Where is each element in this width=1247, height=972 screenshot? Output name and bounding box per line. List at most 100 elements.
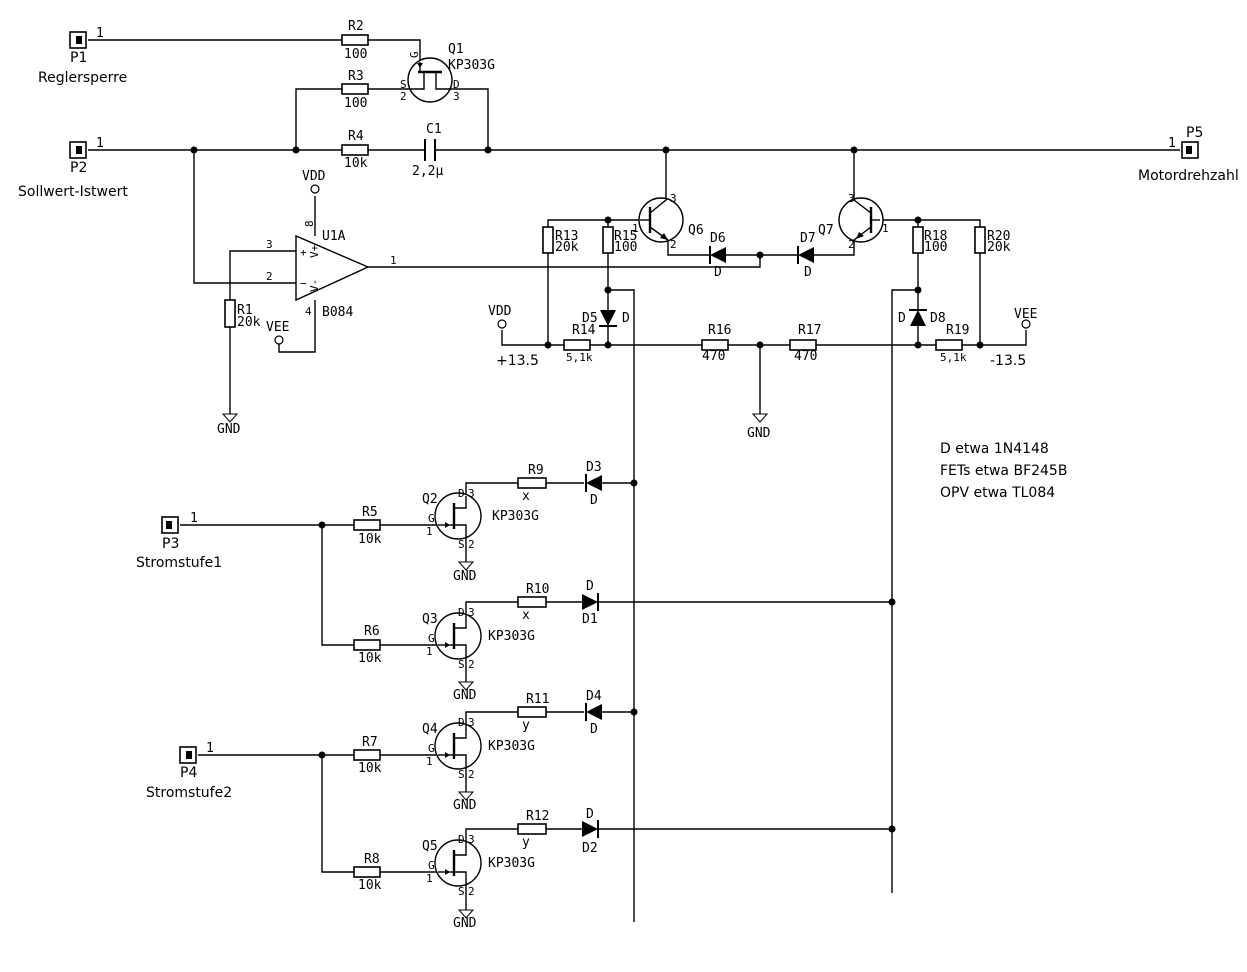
transistor-q1: G S 2 D 3 Q1 KP303G xyxy=(400,42,495,103)
svg-text:Q1: Q1 xyxy=(448,42,464,57)
svg-text:KP303G: KP303G xyxy=(488,629,535,644)
svg-text:V+: V+ xyxy=(308,244,321,258)
svg-text:1: 1 xyxy=(882,222,889,235)
resistor-r8: R8 10k xyxy=(353,852,382,893)
diode-d8: D8 D xyxy=(898,309,946,326)
svg-text:3: 3 xyxy=(266,238,273,251)
resistor-r5: R5 10k xyxy=(353,505,382,547)
resistor-r18: R18 100 xyxy=(912,226,947,255)
svg-text:R14: R14 xyxy=(572,323,596,338)
svg-text:R17: R17 xyxy=(798,323,821,338)
power-vee-right: VEE -13.5 xyxy=(990,307,1037,369)
svg-text:Q6: Q6 xyxy=(688,223,704,238)
connector-ref: P1 xyxy=(70,50,87,66)
svg-text:3: 3 xyxy=(468,487,475,500)
svg-text:R2: R2 xyxy=(348,19,364,34)
connector-name: Stromstufe2 xyxy=(146,785,232,801)
svg-text:R3: R3 xyxy=(348,69,364,84)
connector-p5: 1 P5 Motordrehzahl xyxy=(1138,125,1239,184)
svg-text:10k: 10k xyxy=(358,878,382,893)
diode-d5: D5 D xyxy=(582,310,630,327)
svg-text:R15: R15 xyxy=(614,229,637,244)
gnd-symbol-q3: GND xyxy=(453,681,477,703)
svg-text:V-: V- xyxy=(308,279,321,292)
svg-text:D7: D7 xyxy=(800,231,816,246)
transistor-q5: D 3 S 2 G 1 Q5 KP303G xyxy=(422,833,535,900)
svg-text:GND: GND xyxy=(453,569,477,584)
svg-text:Q5: Q5 xyxy=(422,839,438,854)
note-line: D etwa 1N4148 xyxy=(940,441,1049,457)
transistor-q3: D 3 S 2 G 1 Q3 KP303G xyxy=(422,606,535,672)
svg-text:R16: R16 xyxy=(708,323,731,338)
pin-number: 1 xyxy=(96,26,104,41)
resistor-r9: R9 x xyxy=(517,463,547,504)
svg-text:1: 1 xyxy=(426,872,433,885)
svg-text:3: 3 xyxy=(468,606,475,619)
svg-text:D: D xyxy=(586,579,594,594)
connector-name: Sollwert-Istwert xyxy=(18,184,128,200)
svg-text:Q4: Q4 xyxy=(422,722,438,737)
svg-text:100: 100 xyxy=(614,240,637,255)
resistor-r19: R19 5,1k xyxy=(935,323,969,364)
svg-text:Q7: Q7 xyxy=(818,223,834,238)
junctions xyxy=(190,146,984,833)
svg-text:R18: R18 xyxy=(924,229,947,244)
resistor-r16: R16 470 xyxy=(701,323,731,364)
resistor-r12: R12 y xyxy=(517,809,549,850)
svg-text:R13: R13 xyxy=(555,229,578,244)
svg-text:R8: R8 xyxy=(364,852,380,867)
svg-text:KP303G: KP303G xyxy=(488,856,535,871)
gnd-symbol-q5: GND xyxy=(453,909,477,931)
svg-text:3: 3 xyxy=(468,833,475,846)
resistor-r6: R6 10k xyxy=(353,624,382,666)
svg-text:x: x xyxy=(522,608,530,623)
diode-d7: D7 D xyxy=(797,231,816,280)
svg-text:VDD: VDD xyxy=(302,169,326,184)
svg-text:G: G xyxy=(428,512,435,525)
svg-text:−: − xyxy=(300,277,307,290)
resistor-r1: R1 20k xyxy=(224,299,261,330)
svg-text:3: 3 xyxy=(468,716,475,729)
svg-text:+: + xyxy=(300,246,307,259)
svg-text:R6: R6 xyxy=(364,624,380,639)
pin-number: 1 xyxy=(1168,136,1176,151)
svg-text:20k: 20k xyxy=(555,240,579,255)
svg-text:R19: R19 xyxy=(946,323,969,338)
svg-text:R7: R7 xyxy=(362,735,378,750)
svg-text:470: 470 xyxy=(794,349,817,364)
gnd-symbol-q4: GND xyxy=(453,791,477,813)
svg-text:R12: R12 xyxy=(526,809,549,824)
connector-p4: 1 P4 Stromstufe2 xyxy=(146,741,232,801)
svg-text:D: D xyxy=(458,487,465,500)
svg-text:C1: C1 xyxy=(426,122,442,137)
svg-text:G: G xyxy=(428,742,435,755)
svg-text:GND: GND xyxy=(217,422,241,437)
svg-text:2: 2 xyxy=(468,768,475,781)
power-vdd-right: VDD +13.5 xyxy=(488,304,539,369)
svg-text:R10: R10 xyxy=(526,582,549,597)
svg-text:100: 100 xyxy=(344,96,367,111)
svg-text:+13.5: +13.5 xyxy=(496,353,539,369)
svg-text:D: D xyxy=(586,807,594,822)
connector-p2: 1 P2 Sollwert-Istwert xyxy=(18,136,128,200)
gnd-symbol-q2: GND xyxy=(453,561,477,584)
svg-text:R11: R11 xyxy=(526,692,549,707)
resistor-r17: R17 470 xyxy=(789,323,821,364)
connector-ref: P4 xyxy=(180,765,197,781)
svg-text:1: 1 xyxy=(426,645,433,658)
svg-text:-13.5: -13.5 xyxy=(990,353,1026,369)
svg-text:470: 470 xyxy=(702,349,725,364)
resistor-r20: R20 20k xyxy=(974,226,1011,255)
svg-text:2: 2 xyxy=(266,270,273,283)
svg-text:3: 3 xyxy=(670,192,677,205)
svg-text:R4: R4 xyxy=(348,129,364,144)
svg-text:5,1k: 5,1k xyxy=(940,351,967,364)
svg-text:D: D xyxy=(714,265,722,280)
svg-text:D: D xyxy=(458,606,465,619)
connector-ref: P2 xyxy=(70,160,87,176)
svg-text:10k: 10k xyxy=(358,651,382,666)
svg-text:R5: R5 xyxy=(362,505,378,520)
svg-text:VDD: VDD xyxy=(488,304,512,319)
svg-text:D: D xyxy=(453,78,460,91)
